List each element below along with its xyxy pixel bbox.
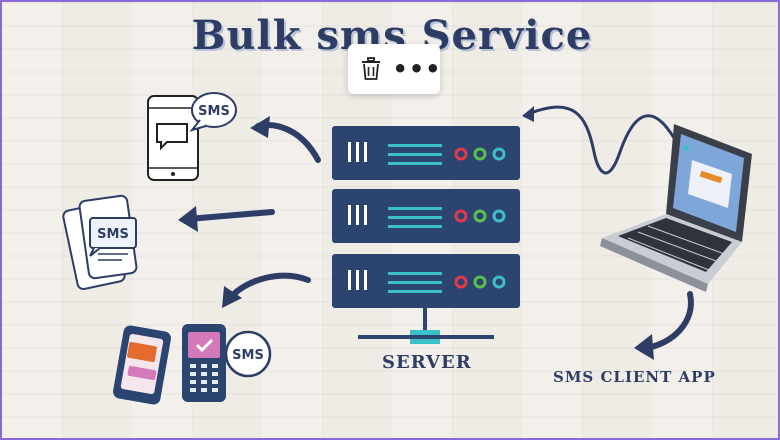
server-unit-1 [332,126,520,180]
arrow-to-client [643,291,694,351]
pos-terminal [182,324,226,402]
arrow-head-client [634,334,654,360]
arrow-head-top [250,116,270,138]
arrow-head-pos [222,286,242,308]
server-label: SERVER [382,352,472,373]
laptop-cable [527,105,676,175]
payment-phone [113,325,171,405]
server-unit-3 [332,254,520,308]
sms-badge-top: SMS [198,104,230,119]
phone-top [147,95,199,181]
arrow-head-middle [178,206,198,232]
server-rack [332,126,520,344]
floating-toolbar: ••• [348,44,441,94]
arrow-to-pos [225,272,311,303]
sms-bubble-pos: SMS [224,330,272,378]
server-unit-2 [332,189,520,243]
arrow-to-phone-middle [185,209,275,222]
sms-bubble-top: SMS [189,92,237,132]
cable-arrow-head [522,106,534,122]
server-stand [423,308,427,330]
phone-middle: SMS [62,194,138,290]
sms-badge-middle: SMS [97,227,129,242]
server-base-line [358,335,494,339]
client-app-label: SMS CLIENT APP [553,368,716,386]
more-options-button[interactable]: ••• [392,51,440,87]
delete-button[interactable] [353,51,389,87]
more-horizontal-icon: ••• [392,55,442,83]
laptop-icon [600,124,752,292]
sms-badge-pos: SMS [232,348,264,363]
trash-icon [362,57,380,80]
